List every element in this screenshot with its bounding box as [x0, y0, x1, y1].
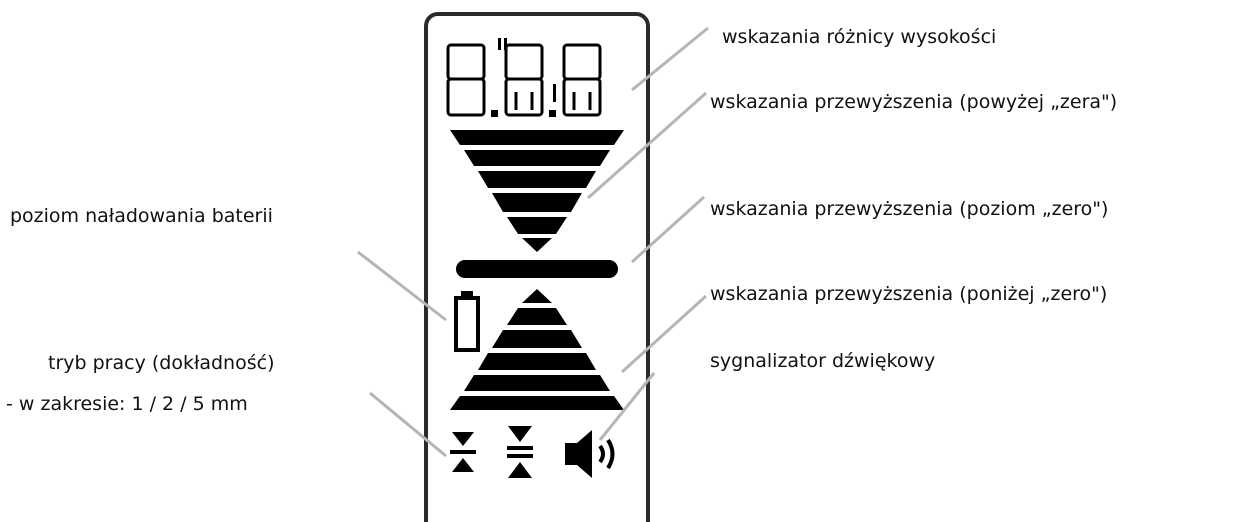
mode-icon-2	[507, 426, 533, 478]
label-battery-level: poziom naładowania baterii	[10, 205, 273, 227]
decimal-points	[491, 38, 556, 117]
label-work-mode-range: - w zakresie: 1 / 2 / 5 mm	[6, 393, 248, 415]
digit-display	[446, 43, 602, 117]
label-work-mode: tryb pracy (dokładność)	[48, 352, 275, 374]
zero-level-bar	[456, 260, 618, 278]
label-above-zero: wskazania przewyższenia (powyżej „zera")	[710, 91, 1118, 113]
leader-lines	[357, 26, 709, 458]
label-below-zero: wskazania przewyższenia (poniżej „zero")	[710, 283, 1108, 305]
label-height-difference: wskazania różnicy wysokości	[722, 26, 997, 48]
above-zero-indicator	[450, 130, 624, 252]
mode-icon-1	[450, 432, 476, 472]
label-zero-level: wskazania przewyższenia (poziom „zero")	[710, 198, 1109, 220]
battery-icon	[454, 291, 480, 352]
speaker-icon	[565, 430, 615, 478]
below-zero-indicator	[450, 289, 624, 410]
label-sound-signal: sygnalizator dźwiękowy	[710, 350, 936, 372]
